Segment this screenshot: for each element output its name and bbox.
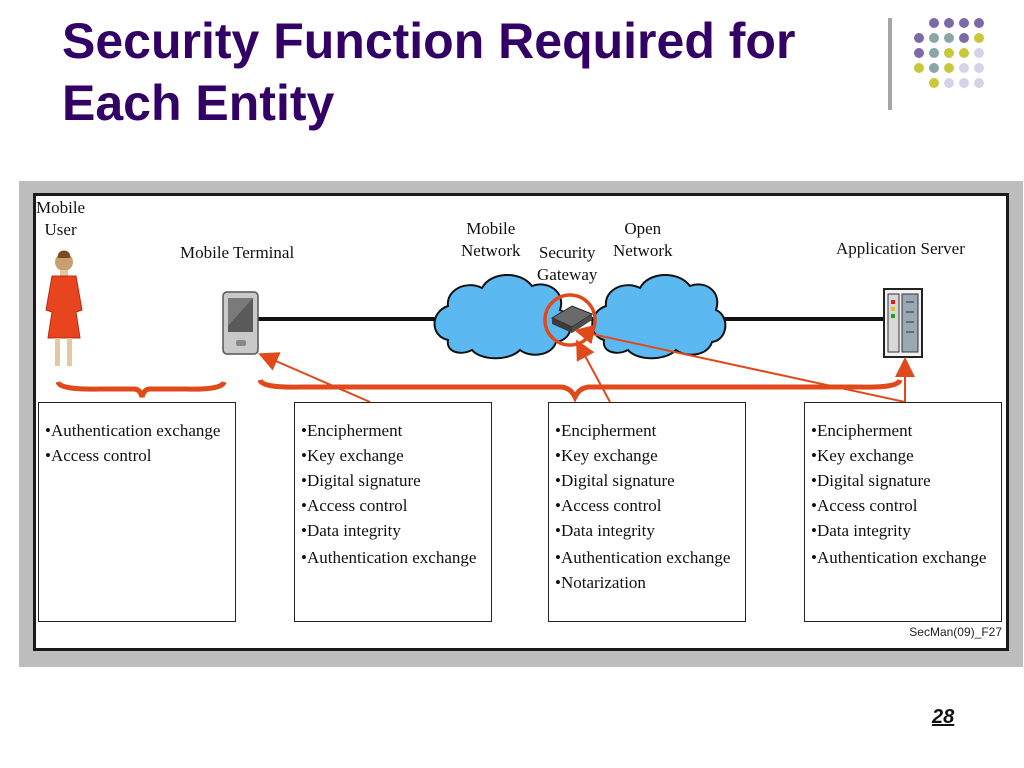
function-item: Digital signature	[555, 470, 675, 492]
open-network-label: Open Network	[613, 218, 672, 262]
function-item: Key exchange	[301, 445, 404, 467]
function-item: Digital signature	[811, 470, 931, 492]
security-gateway-label: Security Gateway	[537, 242, 597, 286]
function-item: Access control	[301, 495, 408, 517]
decorative-dot	[929, 78, 939, 88]
arrow-to-gateway	[576, 339, 611, 403]
slide-title-line-1: Security Function Required for	[62, 13, 796, 69]
mobile-network-label: Mobile Network	[461, 218, 520, 262]
decorative-dot	[959, 63, 969, 73]
open-network-label-line-1: Open	[624, 219, 662, 238]
application-server-label: Application Server	[836, 239, 965, 258]
arrow-server-to-gateway	[574, 324, 906, 403]
figure-code: SecMan(09)_F27	[909, 625, 1002, 639]
decorative-dot	[959, 48, 969, 58]
decorative-dot	[974, 63, 984, 73]
mobile-network-cloud-icon	[433, 273, 572, 360]
function-item: Notarization	[555, 572, 646, 594]
mobile-network-label-line-2: Network	[461, 241, 521, 260]
decorative-dot	[914, 63, 924, 73]
slide-title: Security Function Required for Each Enti…	[62, 10, 882, 134]
person-icon	[45, 250, 83, 366]
security-gateway-label-line-1: Security	[538, 243, 596, 262]
decorative-dot	[944, 33, 954, 43]
decorative-dot	[974, 78, 984, 88]
mobile-user-label-line-1: Mobile	[36, 198, 86, 217]
security-gateway-functions-box: EnciphermentKey exchangeDigital signatur…	[548, 402, 746, 622]
decorative-dot	[974, 18, 984, 28]
decorative-dot	[974, 33, 984, 43]
decorative-dot	[959, 33, 969, 43]
function-item: Access control	[811, 495, 918, 517]
decorative-dot	[944, 63, 954, 73]
gateway-highlight-ring	[543, 293, 597, 347]
function-item: Key exchange	[811, 445, 914, 467]
function-item: Authentication exchange	[555, 547, 730, 569]
function-item: Authentication exchange	[811, 547, 986, 569]
function-item: Encipherment	[301, 420, 402, 442]
function-item: Access control	[555, 495, 662, 517]
arrow-to-mobile-terminal	[258, 352, 371, 403]
pda-icon	[222, 291, 259, 355]
decorative-dot	[944, 48, 954, 58]
network-span-brace	[257, 378, 903, 403]
decorative-dot	[959, 78, 969, 88]
function-item: Data integrity	[811, 520, 911, 542]
page-number: 28	[932, 706, 955, 728]
open-network-cloud-icon	[591, 273, 727, 360]
decorative-dot	[929, 48, 939, 58]
function-item: Authentication exchange	[301, 547, 476, 569]
title-divider	[888, 18, 892, 110]
mobile-user-functions-box: Authentication exchangeAccess control	[38, 402, 236, 622]
decorative-dot	[944, 78, 954, 88]
function-item: Data integrity	[301, 520, 401, 542]
decorative-dot	[914, 48, 924, 58]
open-network-label-line-2: Network	[613, 241, 673, 260]
mobile-network-label-line-1: Mobile	[466, 219, 516, 238]
security-gateway-label-line-2: Gateway	[537, 265, 598, 284]
decorative-dot	[914, 33, 924, 43]
mobile-user-brace	[55, 380, 227, 398]
function-item: Key exchange	[555, 445, 658, 467]
application-server-functions-box: EnciphermentKey exchangeDigital signatur…	[804, 402, 1002, 622]
function-item: Authentication exchange	[45, 420, 220, 442]
decorative-dot	[944, 18, 954, 28]
slide-title-line-2: Each Entity	[62, 75, 335, 131]
decorative-dot	[974, 48, 984, 58]
function-item: Digital signature	[301, 470, 421, 492]
mobile-terminal-label: Mobile Terminal	[180, 243, 295, 262]
function-item: Access control	[45, 445, 152, 467]
function-item: Encipherment	[555, 420, 656, 442]
decorative-dot	[929, 18, 939, 28]
mobile-user-label: Mobile User	[36, 197, 85, 241]
decorative-dot	[929, 33, 939, 43]
server-rack-icon	[883, 288, 923, 358]
decorative-dot	[929, 63, 939, 73]
decorative-dot	[959, 18, 969, 28]
function-item: Data integrity	[555, 520, 655, 542]
mobile-terminal-functions-box: EnciphermentKey exchangeDigital signatur…	[294, 402, 492, 622]
function-item: Encipherment	[811, 420, 912, 442]
mobile-user-label-line-2: User	[44, 220, 77, 239]
